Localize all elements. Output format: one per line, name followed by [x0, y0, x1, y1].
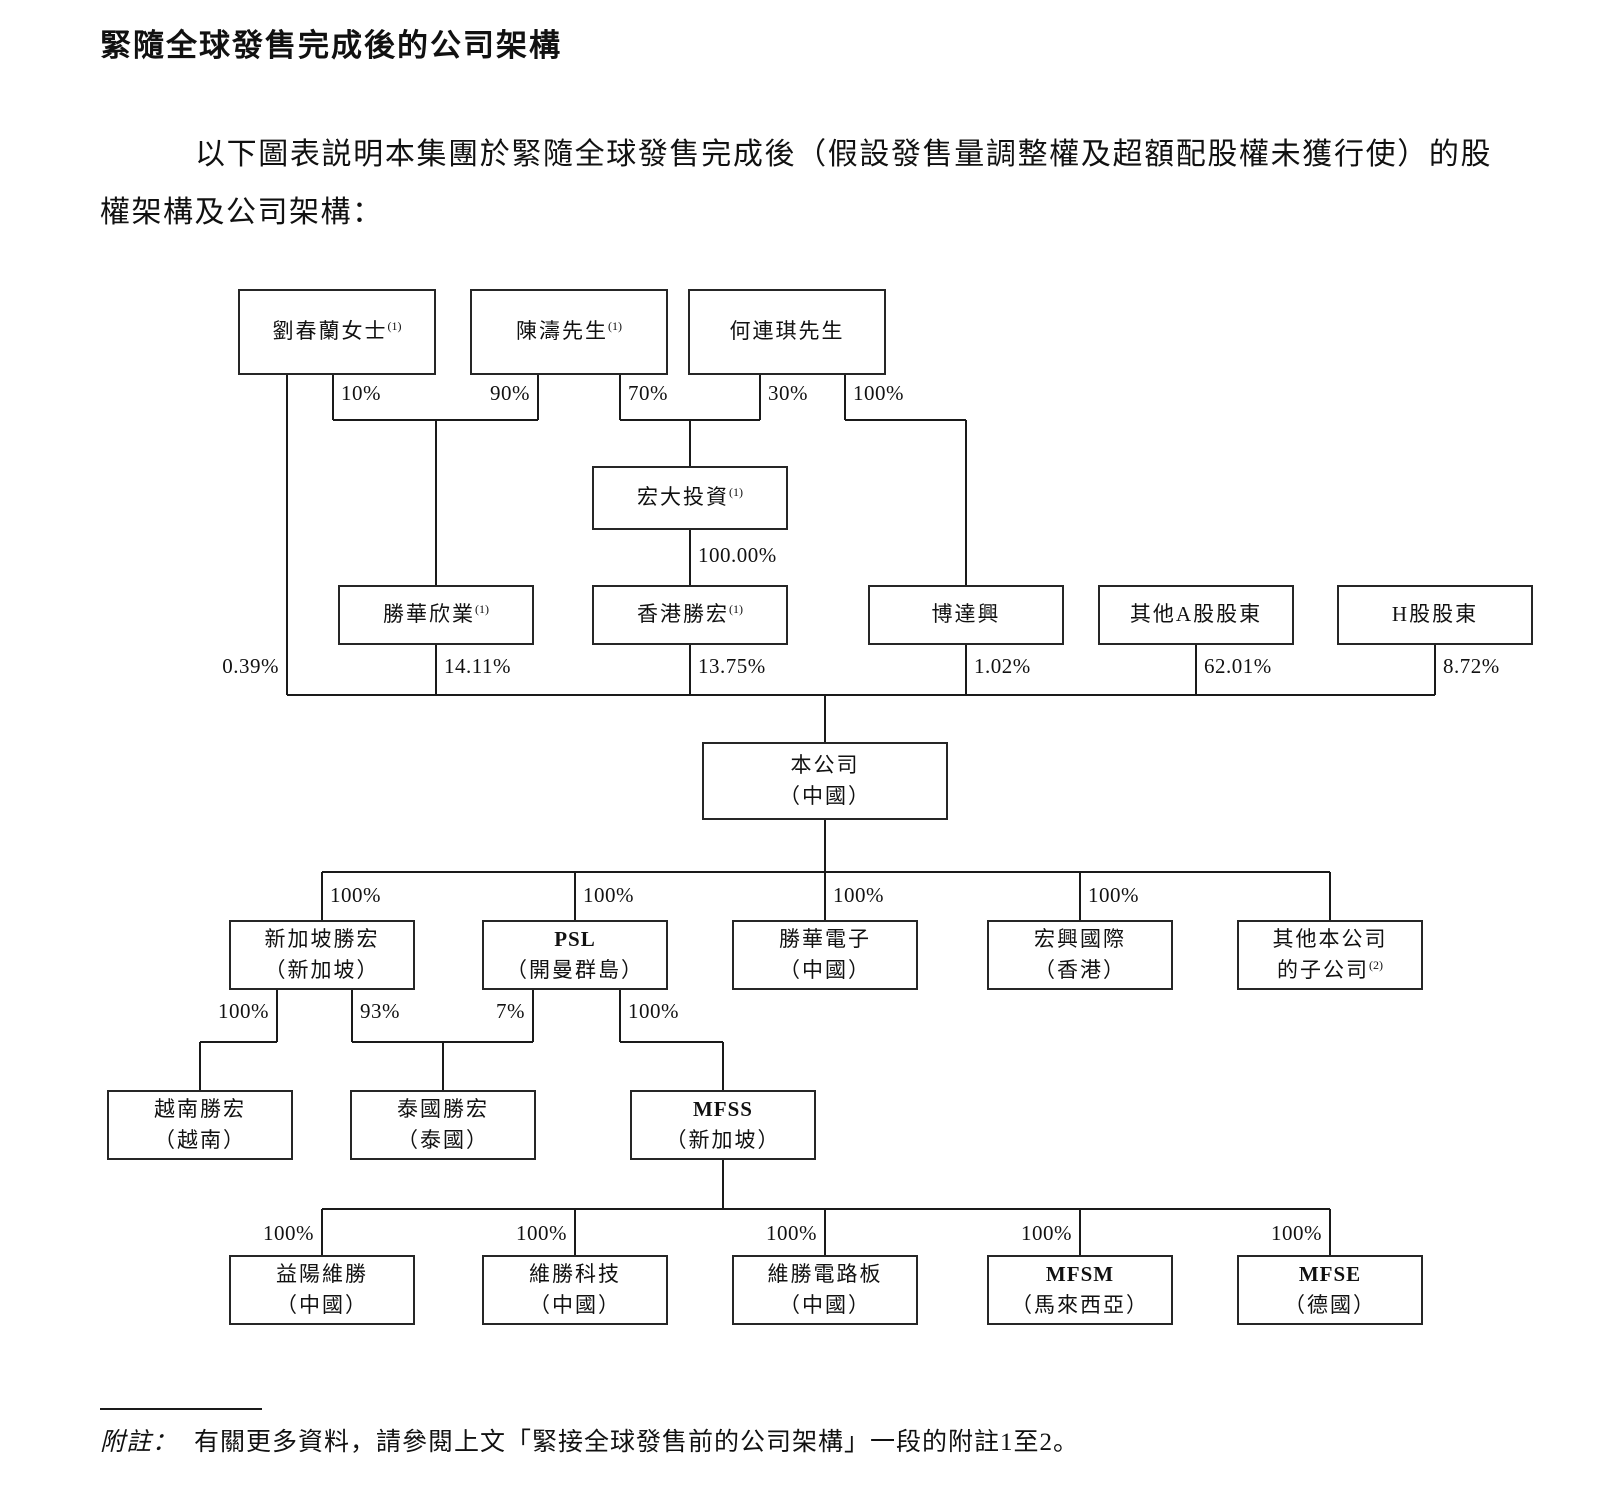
page-title: 緊隨全球發售完成後的公司架構	[100, 28, 562, 63]
footnote-ref: (1)	[387, 319, 402, 334]
pct-liu-company: 0.39%	[222, 654, 279, 678]
footnote-ref: (1)	[475, 602, 489, 617]
pct-mfss-mfsm: 100%	[1021, 1221, 1072, 1245]
pct-company-hongxing: 100%	[1088, 883, 1139, 907]
pct-mfss-wstech: 100%	[516, 1221, 567, 1245]
pct-company-shdz: 100%	[833, 883, 884, 907]
node-h-shareholders: H股股東	[1337, 585, 1533, 645]
pct-psl-mfss: 100%	[628, 999, 679, 1023]
node-liu-chunlan: 劉春蘭女士(1)	[238, 289, 436, 375]
node-weisheng-tech: 維勝科技 （中國）	[482, 1255, 668, 1325]
node-vietnam-shenghong: 越南勝宏 （越南）	[107, 1090, 293, 1160]
pct-psl-thailand: 7%	[496, 999, 525, 1023]
connector-shareholders-top	[286, 375, 967, 695]
footnote-label: 附註：	[100, 1429, 179, 1456]
connector-company-to-subsidiaries	[321, 820, 1331, 920]
node-weisheng-pcb: 維勝電路板 （中國）	[732, 1255, 918, 1325]
pct-liu-xinye: 10%	[341, 381, 381, 405]
node-yiyang-weisheng: 益陽維勝 （中國）	[229, 1255, 415, 1325]
footnote-text: 有關更多資料，請參閱上文「緊接全球發售前的公司架構」一段的附註1至2。	[194, 1429, 1080, 1456]
pct-company-psl: 100%	[583, 883, 634, 907]
node-shenghua-electronics: 勝華電子 （中國）	[732, 920, 918, 990]
pct-company-sgsh: 100%	[330, 883, 381, 907]
pct-chen-hongda: 70%	[628, 381, 668, 405]
connector-sgsh-psl-children	[199, 990, 724, 1090]
node-hongxing-international: 宏興國際 （香港）	[987, 920, 1173, 990]
pct-xinye-company: 14.11%	[444, 654, 511, 678]
footnote-ref: (1)	[608, 319, 622, 334]
pct-mfss-mfse: 100%	[1271, 1221, 1322, 1245]
node-thailand-shenghong: 泰國勝宏 （泰國）	[350, 1090, 536, 1160]
footnote-rule	[100, 1408, 262, 1410]
footnote-ref: (1)	[729, 602, 743, 617]
pct-hksh-company: 13.75%	[698, 654, 766, 678]
connector-mfss-children	[321, 1160, 1331, 1255]
footnote-ref: (1)	[729, 485, 743, 500]
pct-he-bodaxing: 100%	[853, 381, 904, 405]
footnote-ref: (2)	[1369, 958, 1383, 972]
node-singapore-shenghong: 新加坡勝宏 （新加坡）	[229, 920, 415, 990]
node-other-subsidiaries: 其他本公司 的子公司(2)	[1237, 920, 1423, 990]
node-psl: PSL （開曼群島）	[482, 920, 668, 990]
intro-paragraph: 以下圖表説明本集團於緊隨全球發售完成後（假設發售量調整權及超額配股權未獲行使）的…	[100, 138, 1492, 229]
node-other-a-shareholders: 其他A股股東	[1098, 585, 1294, 645]
pct-sgsh-vietnam: 100%	[218, 999, 269, 1023]
node-he-lianqi: 何連琪先生	[688, 289, 886, 375]
pct-chen-xinye: 90%	[490, 381, 530, 405]
pct-mfss-wspcb: 100%	[766, 1221, 817, 1245]
pct-hshare-company: 8.72%	[1443, 654, 1500, 678]
node-mfse: MFSE （德國）	[1237, 1255, 1423, 1325]
node-chen-tao: 陳濤先生(1)	[470, 289, 668, 375]
pct-he-hongda: 30%	[768, 381, 808, 405]
node-mfsm: MFSM （馬來西亞）	[987, 1255, 1173, 1325]
node-hongda-investment: 宏大投資(1)	[592, 466, 788, 530]
footnote: 附註： 有關更多資料，請參閱上文「緊接全球發售前的公司架構」一段的附註1至2。	[100, 1422, 1079, 1458]
pct-mfss-yiyang: 100%	[263, 1221, 314, 1245]
pct-bodaxing-company: 1.02%	[974, 654, 1031, 678]
pct-othera-company: 62.01%	[1204, 654, 1272, 678]
node-mfss: MFSS （新加坡）	[630, 1090, 816, 1160]
node-the-company: 本公司 （中國）	[702, 742, 948, 820]
pct-hongda-hksh: 100.00%	[698, 543, 777, 567]
node-bodaxing: 博達興	[868, 585, 1064, 645]
connector-bus-to-company	[287, 645, 1436, 742]
pct-sgsh-thailand: 93%	[360, 999, 400, 1023]
node-hongkong-shenghong: 香港勝宏(1)	[592, 585, 788, 645]
node-shenghua-xinye: 勝華欣業(1)	[338, 585, 534, 645]
